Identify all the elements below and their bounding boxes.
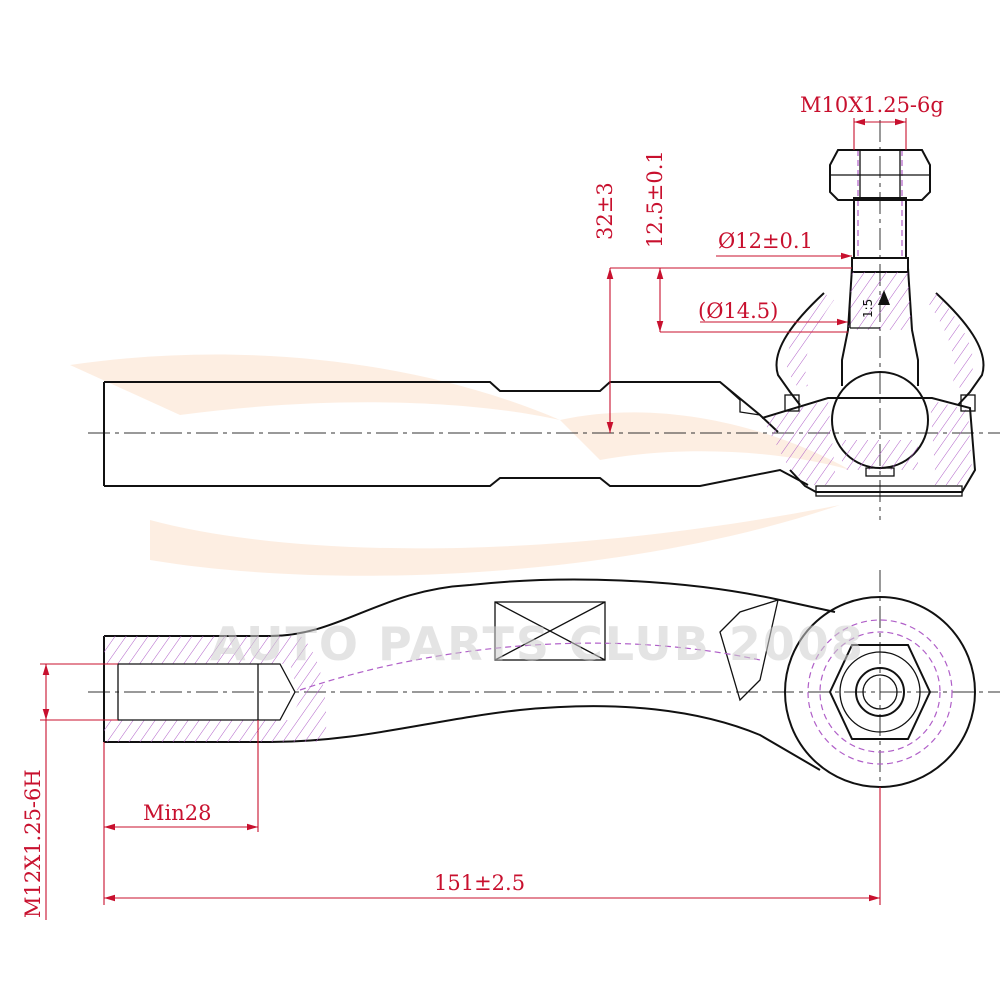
taper-small-dia-label: Ø12±0.1 xyxy=(718,229,813,253)
boot-hidden-circle xyxy=(807,619,953,765)
boot-clip-right xyxy=(960,394,976,412)
taper-arrow-icon xyxy=(878,290,890,305)
stud-thread-label: M10X1.25-6g xyxy=(800,93,944,117)
background-logo-swoosh xyxy=(70,354,850,576)
taper-indicator xyxy=(849,300,880,329)
ball-seat-hatch xyxy=(842,440,918,470)
taper-ratio-label: 1:5 xyxy=(861,299,875,318)
housing-section-hatch xyxy=(762,400,972,485)
dust-boot-outline xyxy=(775,292,985,406)
threaded-bore xyxy=(117,663,296,721)
watermark-text: AUTO PARTS CLUB 2008 xyxy=(210,617,865,671)
stud-thread-circle xyxy=(862,674,898,710)
boot-clip-left xyxy=(784,394,800,412)
min-engagement-label: Min28 xyxy=(143,801,211,825)
tapered-stud xyxy=(841,267,919,386)
bottom-dimension-lines xyxy=(40,663,881,920)
castle-nut xyxy=(829,149,931,201)
inner-thread-label: M12X1.25-6H xyxy=(21,769,45,918)
dust-boot-hatch xyxy=(786,293,974,388)
hidden-arm-line xyxy=(299,642,761,691)
housing-outline xyxy=(761,397,977,493)
arm-outline xyxy=(104,578,836,771)
top-dimension-lines xyxy=(606,118,907,433)
overall-length-label: 151±2.5 xyxy=(434,871,525,895)
arm-bend-flat xyxy=(719,599,779,702)
nut-bearing-face xyxy=(839,651,921,733)
bore-section-hatch xyxy=(104,636,327,742)
wrench-flat xyxy=(494,601,606,661)
stud-thread xyxy=(853,197,907,259)
top-view xyxy=(88,120,1000,520)
stud-end-circle xyxy=(855,667,905,717)
shaft-outline xyxy=(104,381,809,487)
bottom-view xyxy=(88,570,1000,810)
taper-large-dia-label: (Ø14.5) xyxy=(698,299,778,323)
height-total-label: 32±3 xyxy=(593,182,617,240)
shaft-wrench-flat xyxy=(719,381,761,416)
hex-nut xyxy=(828,644,932,740)
housing-plug xyxy=(815,485,963,497)
ball-pin-tip xyxy=(865,467,895,477)
height-taper-label: 12.5±0.1 xyxy=(643,150,667,248)
ball-hidden-circle xyxy=(819,631,941,753)
